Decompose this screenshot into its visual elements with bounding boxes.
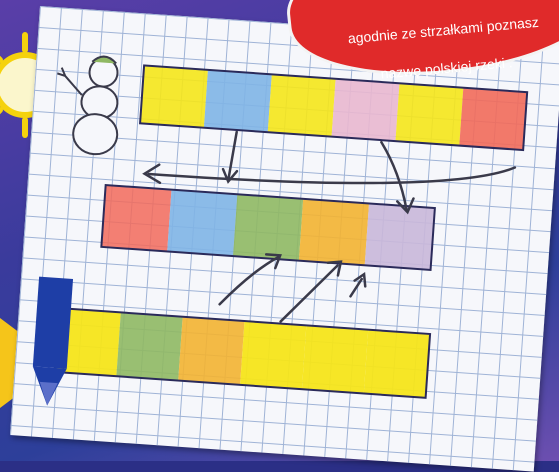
cell-r3-c4: [240, 321, 306, 389]
pencil-drawing: [30, 277, 73, 407]
snowman-drawing: [52, 53, 123, 155]
color-row-2: [101, 185, 435, 270]
cell-r3-c3: [178, 317, 244, 385]
cell-r1-c6: [459, 88, 527, 150]
cell-r1-c3: [268, 74, 336, 136]
cell-r1-c2: [204, 70, 272, 132]
cell-r3-c2: [116, 312, 182, 380]
cell-r1-c1: [140, 65, 208, 127]
cell-r3-c5: [302, 325, 368, 393]
color-row-3: [55, 308, 431, 398]
cell-r2-c3: [233, 194, 303, 260]
instruction-line-1: agodnie ze strzałkami poznasz: [328, 11, 559, 50]
cell-r3-c6: [364, 330, 430, 398]
cell-r2-c4: [299, 199, 369, 265]
instruction-line-2: nazwę polskiej rzeki .: [331, 49, 559, 88]
cell-r2-c5: [365, 203, 435, 269]
cell-r2-c2: [167, 190, 237, 256]
cell-r2-c1: [101, 185, 171, 251]
